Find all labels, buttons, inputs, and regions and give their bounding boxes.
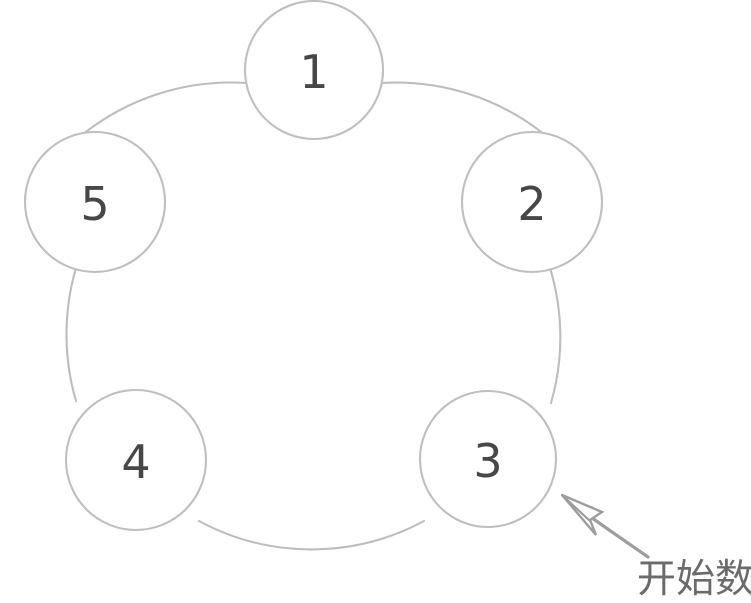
arc-node2-to-node3 — [548, 266, 562, 405]
node-5-label: 5 — [80, 177, 109, 231]
node-4[interactable]: 4 — [64, 388, 208, 532]
annotation-arrow — [560, 493, 650, 559]
annotation-label: 开始数 — [637, 557, 751, 602]
node-3[interactable]: 3 — [418, 389, 558, 529]
arrow-head-crease — [560, 493, 592, 523]
arc-node1-to-node2 — [380, 81, 547, 137]
node-2-label: 2 — [517, 177, 546, 231]
node-4-label: 4 — [121, 435, 150, 489]
arrow-shaft-line — [590, 516, 650, 559]
node-5-circle[interactable] — [23, 130, 167, 274]
arc-node4-to-node5 — [65, 266, 78, 403]
arc-node5-to-node1 — [80, 81, 248, 137]
arc-node3-to-node4 — [197, 519, 426, 551]
node-5[interactable]: 5 — [23, 130, 167, 274]
node-3-circle[interactable] — [418, 389, 558, 529]
node-2-circle[interactable] — [460, 130, 604, 274]
node-4-circle[interactable] — [64, 388, 208, 532]
node-3-label: 3 — [473, 434, 502, 488]
node-2[interactable]: 2 — [460, 130, 604, 274]
nodes-group: 1 2 3 4 5 — [23, 0, 604, 532]
node-1[interactable]: 1 — [243, 0, 385, 141]
node-1-circle[interactable] — [243, 0, 385, 141]
ring-arcs — [65, 81, 562, 551]
node-1-label: 1 — [299, 45, 328, 99]
